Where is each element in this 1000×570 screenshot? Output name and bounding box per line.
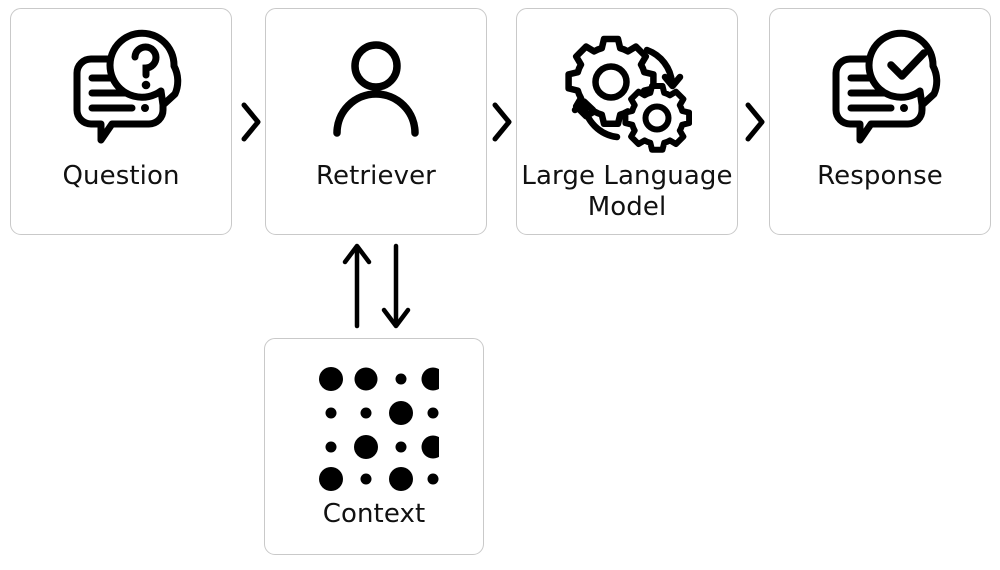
dot-matrix-icon bbox=[265, 361, 483, 491]
chevron-right-icon-2 bbox=[489, 100, 515, 144]
node-retriever[interactable]: Retriever bbox=[265, 8, 487, 235]
node-context[interactable]: Context bbox=[264, 338, 484, 555]
node-response[interactable]: Response bbox=[769, 8, 991, 235]
person-icon bbox=[266, 37, 486, 147]
chevron-right-icon-3 bbox=[742, 100, 768, 144]
gears-icon bbox=[517, 31, 737, 153]
chevron-right-icon-1 bbox=[238, 100, 264, 144]
question-speech-bubble-icon bbox=[11, 25, 231, 153]
arrow-down-icon bbox=[381, 243, 411, 329]
node-question[interactable]: Question bbox=[10, 8, 232, 235]
retriever-context-arrows bbox=[338, 240, 420, 332]
node-response-label: Response bbox=[817, 161, 943, 191]
checkmark-speech-bubble-icon bbox=[770, 25, 990, 153]
node-context-label: Context bbox=[322, 499, 426, 529]
node-question-label: Question bbox=[62, 161, 180, 191]
node-large-language-model[interactable]: Large Language Model bbox=[516, 8, 738, 235]
arrow-up-icon bbox=[342, 243, 372, 329]
node-retriever-label: Retriever bbox=[316, 161, 436, 191]
node-large-language-model-label: Large Language Model bbox=[521, 161, 733, 222]
